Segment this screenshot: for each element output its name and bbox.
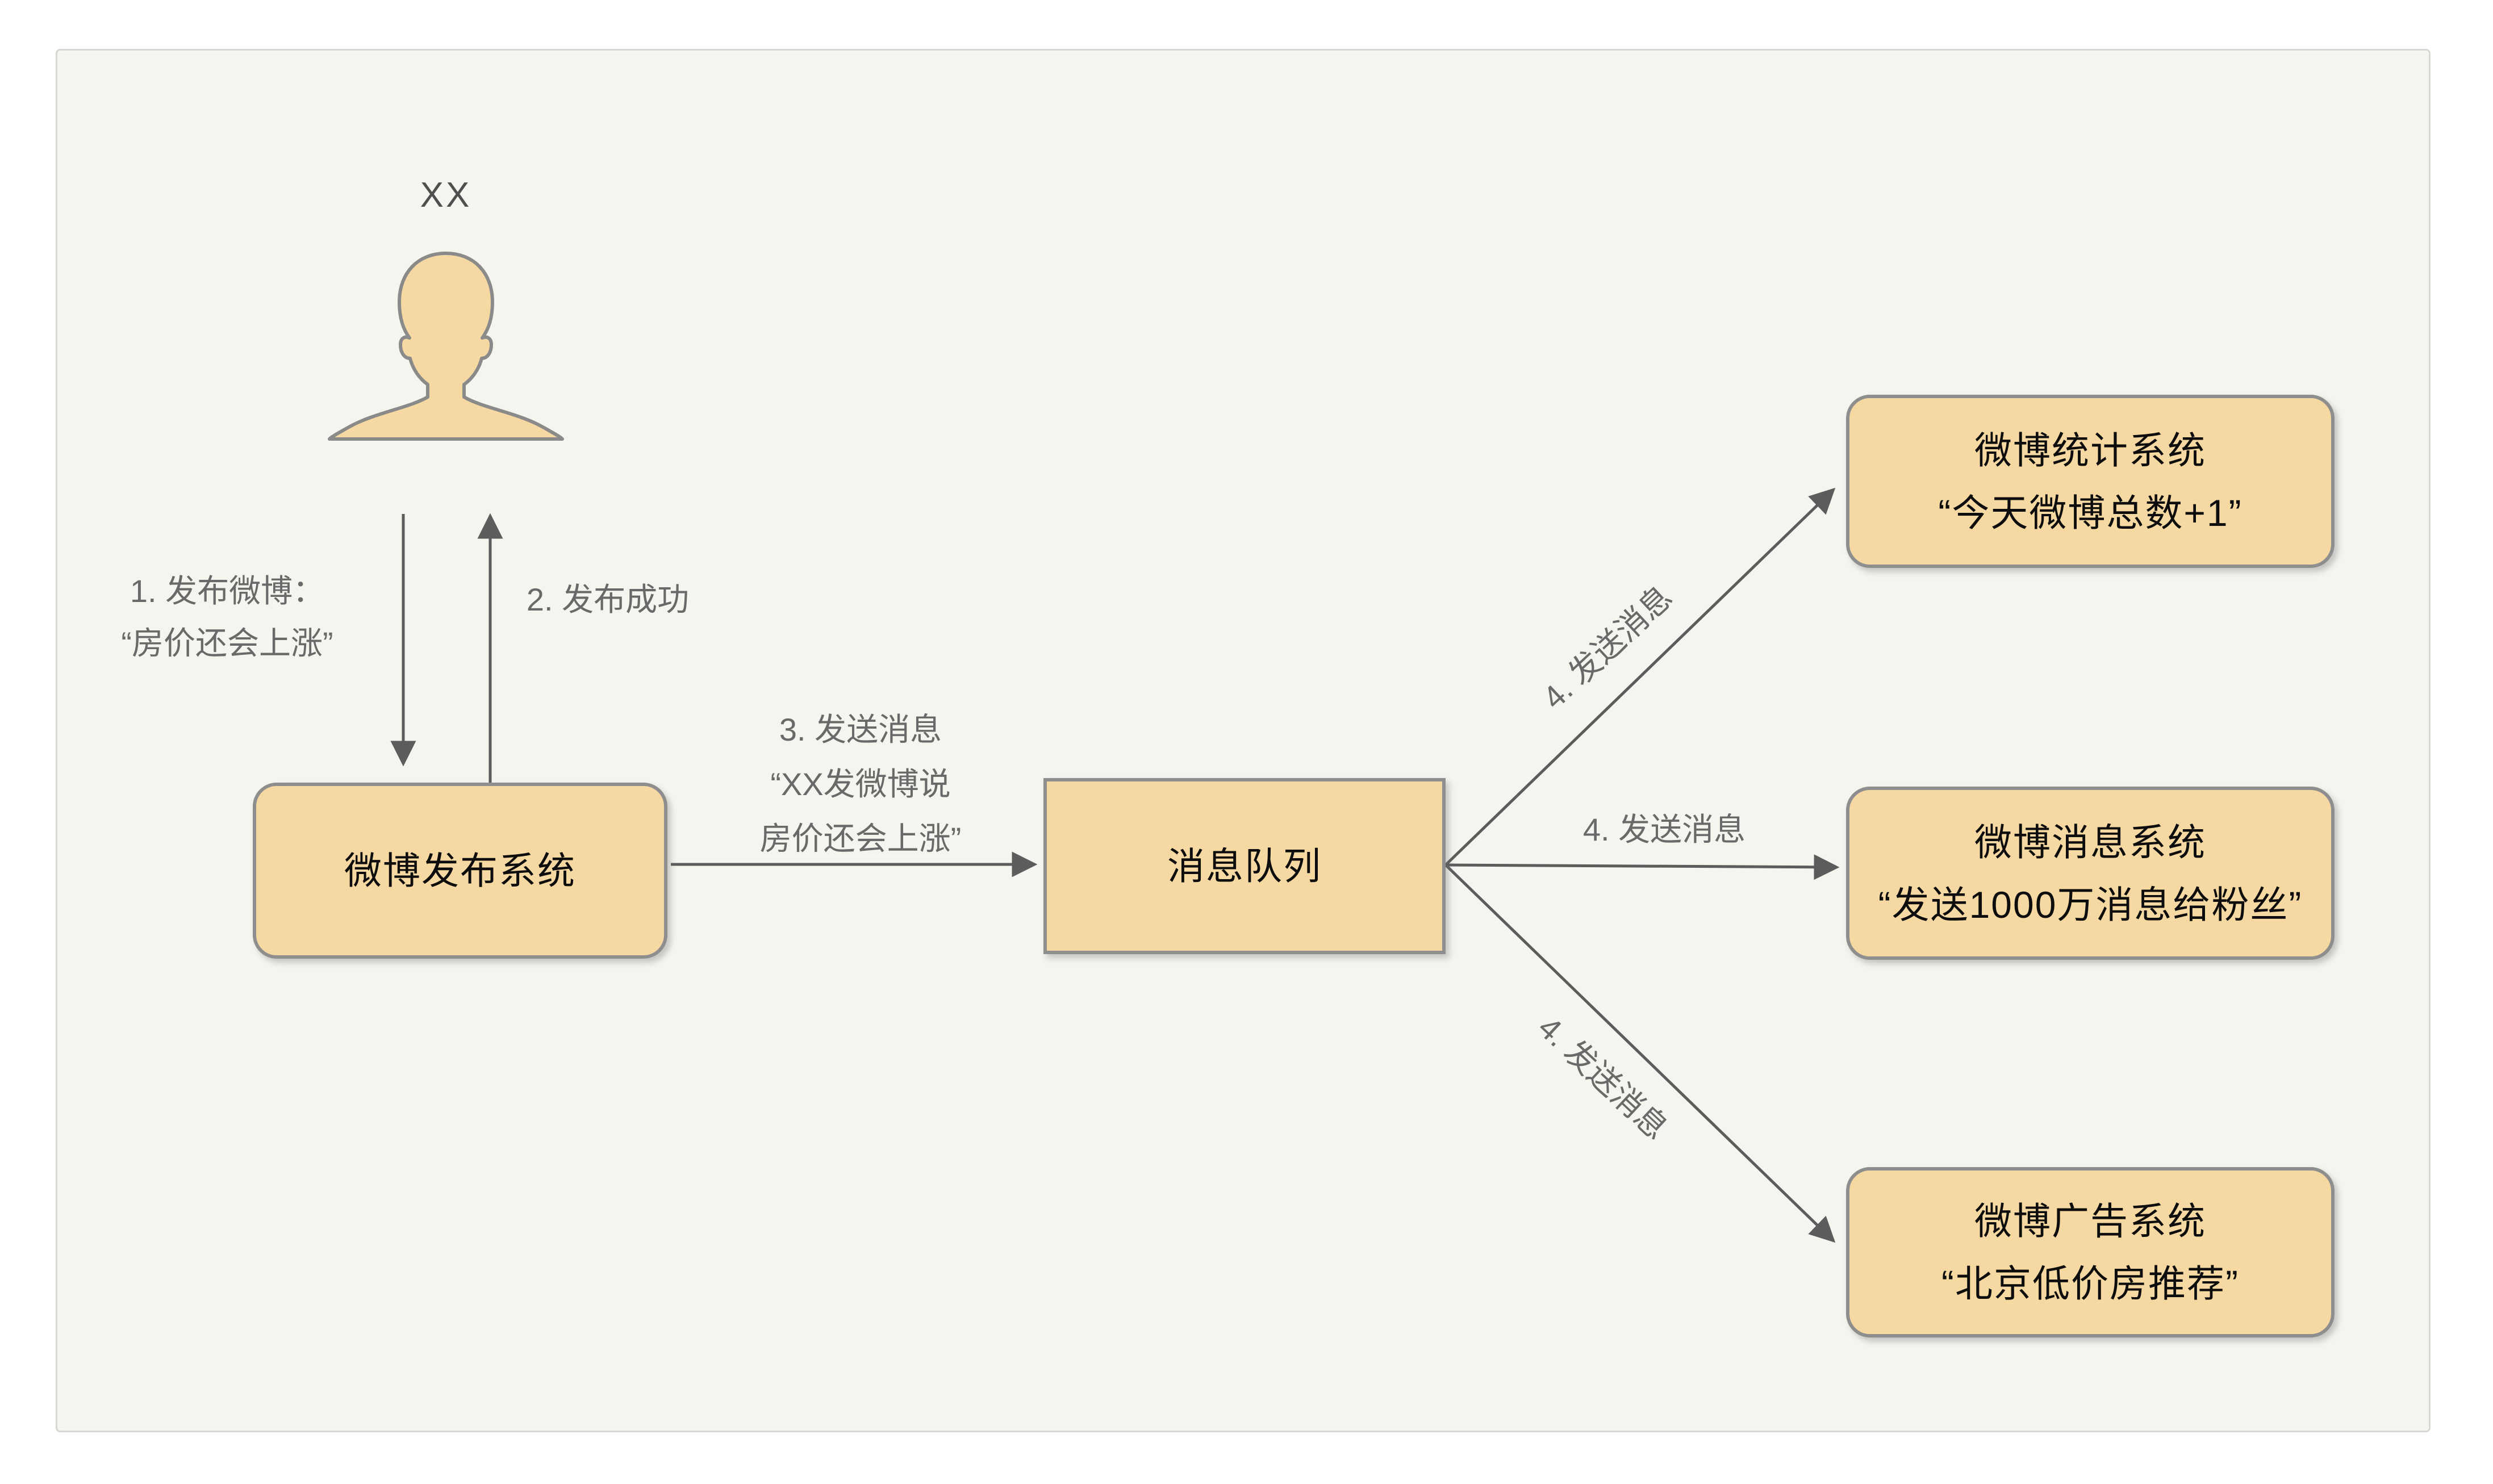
- edge-label-queue-to-message: 4. 发送消息: [1582, 812, 1746, 847]
- node-weibo-stats-system: 微博统计系统 “今天微博总数+1”: [1846, 395, 2335, 568]
- edge-label-publish-line1: 1. 发布微博：: [130, 573, 325, 609]
- edge-label-send-line2: “XX发微博说: [770, 766, 951, 802]
- node-weibo-ads-system-line2: “北京低价房推荐”: [1941, 1263, 2239, 1305]
- node-message-queue: 消息队列: [1043, 778, 1446, 954]
- node-weibo-publish-system: 微博发布系统: [253, 783, 667, 959]
- node-weibo-ads-system: 微博广告系统 “北京低价房推荐”: [1846, 1167, 2335, 1337]
- edge-label-publish-line2: “房价还会上涨”: [121, 625, 333, 661]
- edge-label-publish: 1. 发布微博： “房价还会上涨”: [57, 565, 398, 670]
- node-weibo-stats-system-line2: “今天微博总数+1”: [1938, 491, 2243, 534]
- actor-name-label: XX: [420, 175, 472, 215]
- edge-label-send-line1: 3. 发送消息: [779, 712, 942, 747]
- node-weibo-ads-system-line1: 微博广告系统: [1974, 1200, 2206, 1242]
- edge-label-send-to-queue: 3. 发送消息 “XX发微博说 房价还会上涨”: [690, 703, 1031, 866]
- node-weibo-stats-system-line1: 微博统计系统: [1974, 429, 2206, 471]
- node-weibo-message-system-line2: “发送1000万消息给粉丝”: [1878, 883, 2303, 926]
- edge-label-send-line3: 房价还会上涨”: [759, 821, 962, 856]
- node-weibo-message-system: 微博消息系统 “发送1000万消息给粉丝”: [1846, 787, 2335, 960]
- node-message-queue-label: 消息队列: [1167, 845, 1322, 887]
- edge-label-publish-success: 2. 发布成功: [526, 582, 690, 617]
- node-weibo-message-system-line1: 微博消息系统: [1974, 821, 2206, 863]
- node-weibo-publish-system-label: 微博发布系统: [344, 850, 576, 892]
